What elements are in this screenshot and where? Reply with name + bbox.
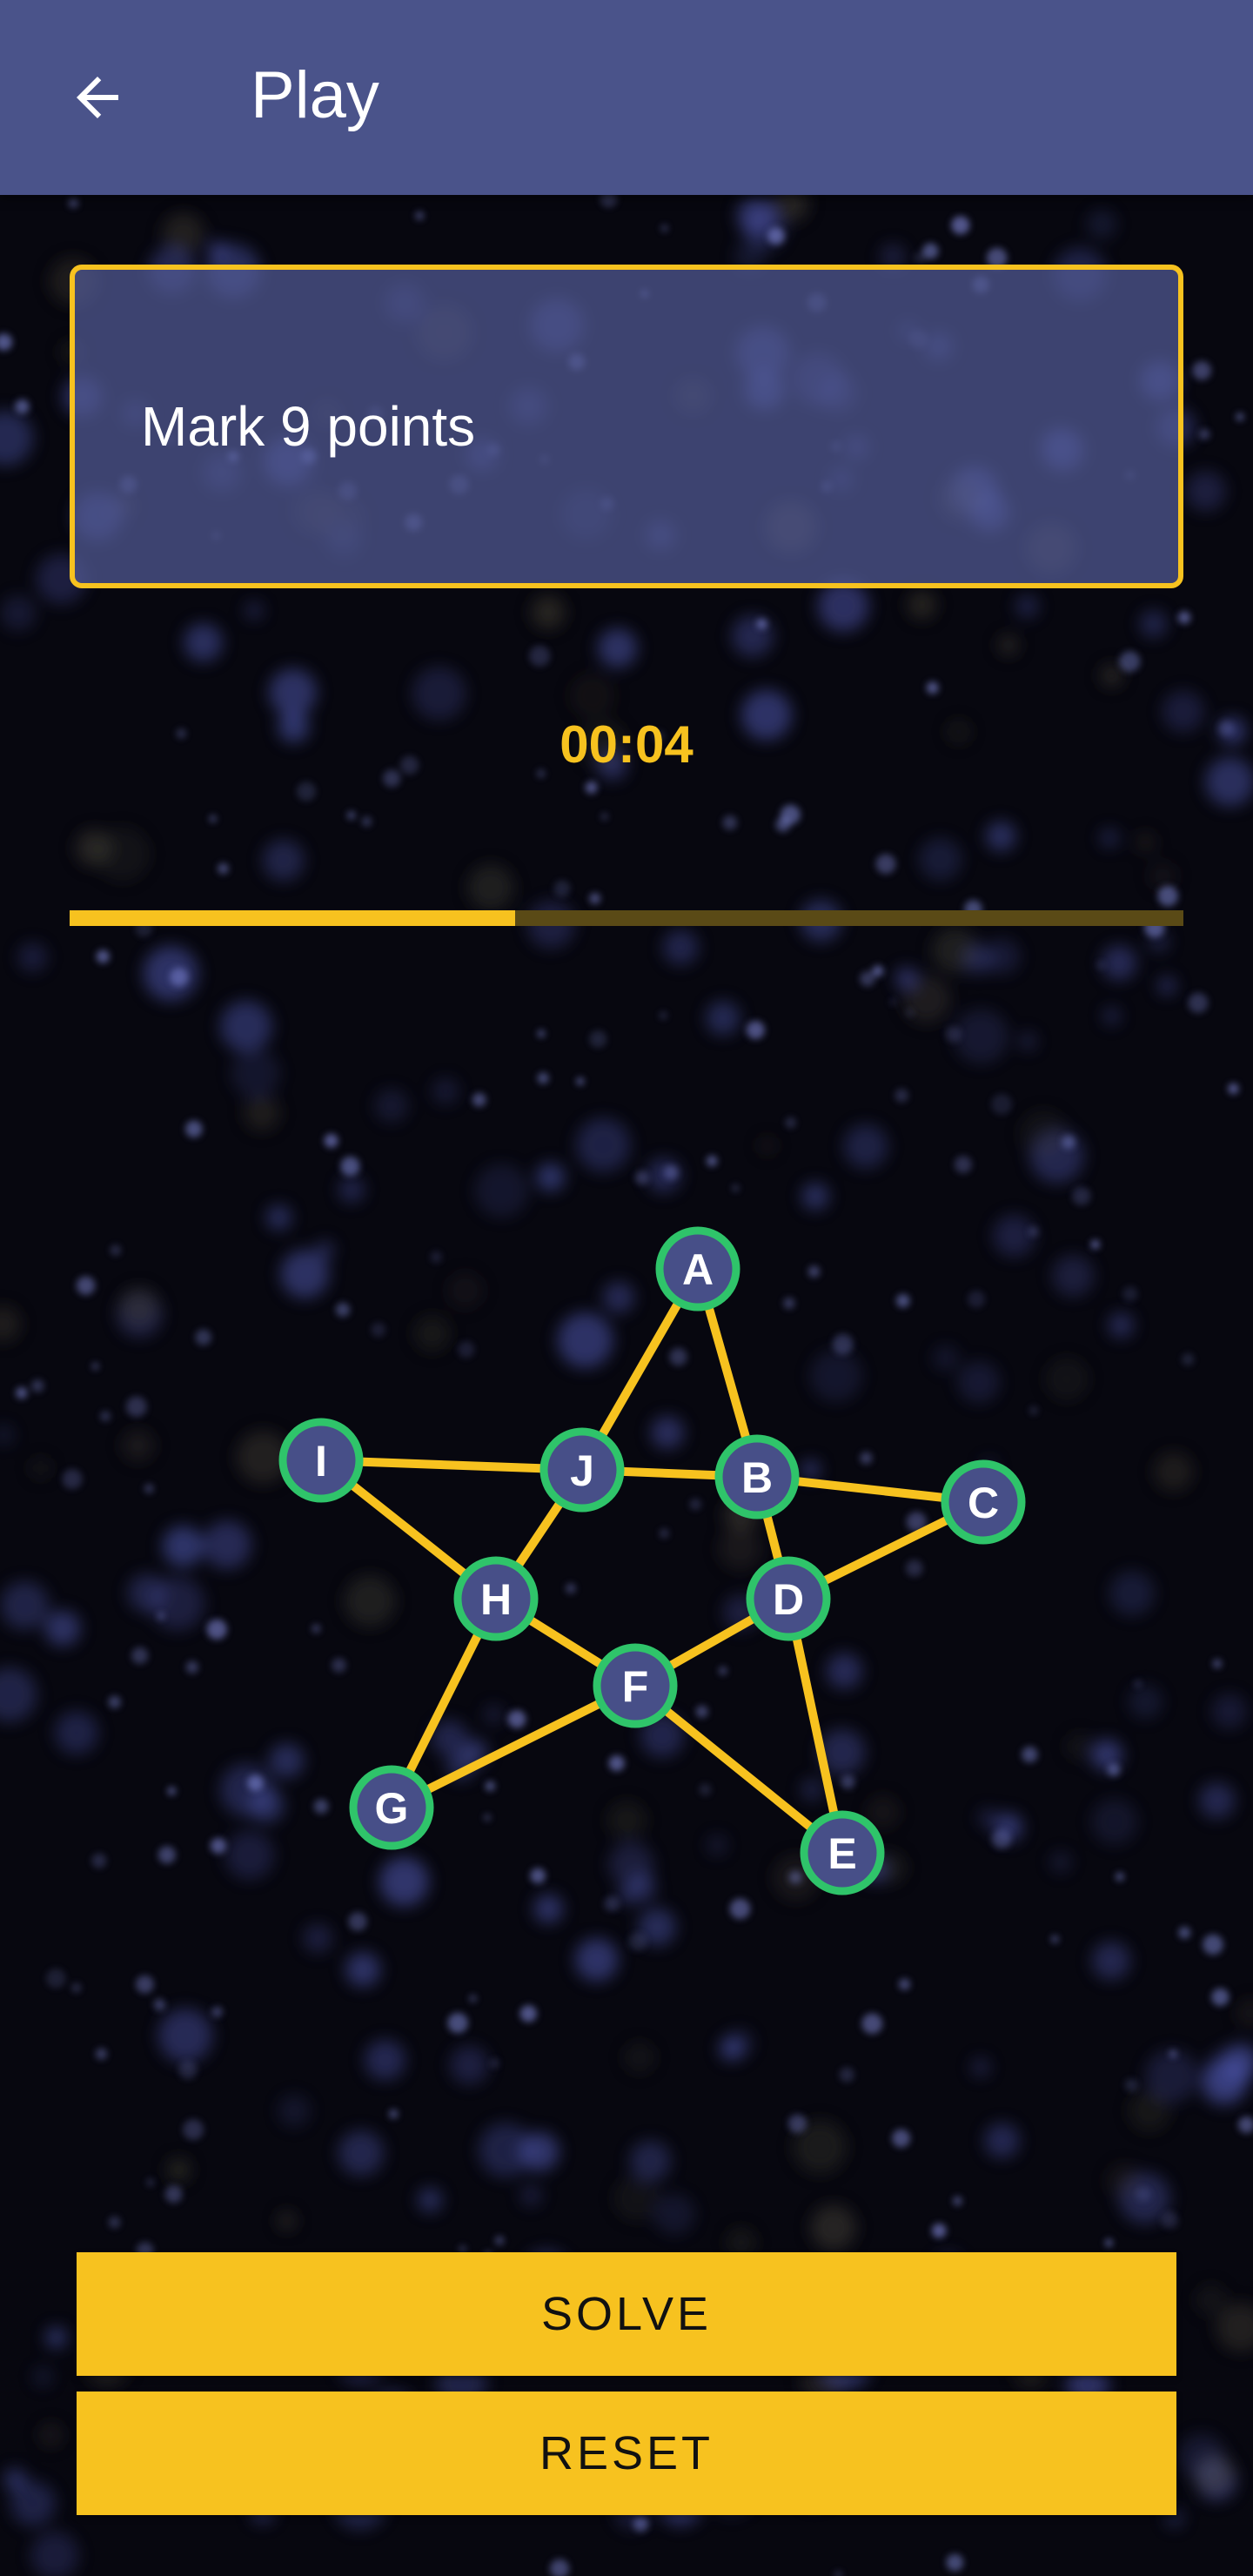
edge-I-J bbox=[317, 1456, 586, 1474]
task-text: Mark 9 points bbox=[141, 395, 476, 458]
point-label: I bbox=[315, 1437, 327, 1486]
edge-F-G bbox=[387, 1681, 640, 1812]
point-F[interactable]: F bbox=[593, 1643, 678, 1728]
point-circle[interactable] bbox=[714, 1434, 800, 1519]
point-label: E bbox=[828, 1829, 856, 1878]
point-label: A bbox=[682, 1245, 714, 1294]
point-circle[interactable] bbox=[539, 1427, 625, 1513]
progress-bar bbox=[70, 910, 1183, 926]
point-A[interactable]: A bbox=[655, 1226, 740, 1311]
point-B[interactable]: B bbox=[714, 1434, 800, 1519]
point-circle[interactable] bbox=[278, 1418, 364, 1503]
point-D[interactable]: D bbox=[746, 1556, 831, 1641]
point-J[interactable]: J bbox=[539, 1427, 625, 1513]
point-label: G bbox=[375, 1784, 409, 1833]
point-label: D bbox=[773, 1575, 804, 1624]
point-circle[interactable] bbox=[800, 1810, 885, 1895]
point-circle[interactable] bbox=[746, 1556, 831, 1641]
point-label: F bbox=[622, 1662, 649, 1711]
point-circle[interactable] bbox=[655, 1226, 740, 1311]
point-label: C bbox=[968, 1479, 999, 1527]
app-bar: Play bbox=[0, 0, 1253, 195]
point-label: B bbox=[741, 1453, 773, 1502]
point-label: H bbox=[480, 1575, 512, 1624]
point-E[interactable]: E bbox=[800, 1810, 885, 1895]
point-C[interactable]: C bbox=[941, 1459, 1026, 1545]
point-circle[interactable] bbox=[593, 1643, 678, 1728]
edge-D-E bbox=[784, 1594, 847, 1857]
edge-F-E bbox=[631, 1681, 847, 1857]
point-G[interactable]: G bbox=[349, 1765, 434, 1850]
solve-button[interactable]: SOLVE bbox=[77, 2252, 1176, 2376]
arrow-back-icon bbox=[77, 77, 118, 118]
point-H[interactable]: H bbox=[453, 1556, 539, 1641]
task-card bbox=[70, 265, 1183, 588]
point-circle[interactable] bbox=[349, 1765, 434, 1850]
point-I[interactable]: I bbox=[278, 1418, 364, 1503]
reset-button[interactable]: RESET bbox=[77, 2392, 1176, 2515]
point-label: J bbox=[570, 1446, 594, 1495]
back-button[interactable] bbox=[49, 49, 146, 146]
edges bbox=[317, 1265, 988, 1857]
timer: 00:04 bbox=[559, 715, 694, 774]
progress-fill bbox=[70, 910, 515, 926]
point-circle[interactable] bbox=[941, 1459, 1026, 1545]
points: A B C D E F G H I J bbox=[278, 1226, 1026, 1895]
point-circle[interactable] bbox=[453, 1556, 539, 1641]
page-title: Play bbox=[251, 58, 379, 132]
